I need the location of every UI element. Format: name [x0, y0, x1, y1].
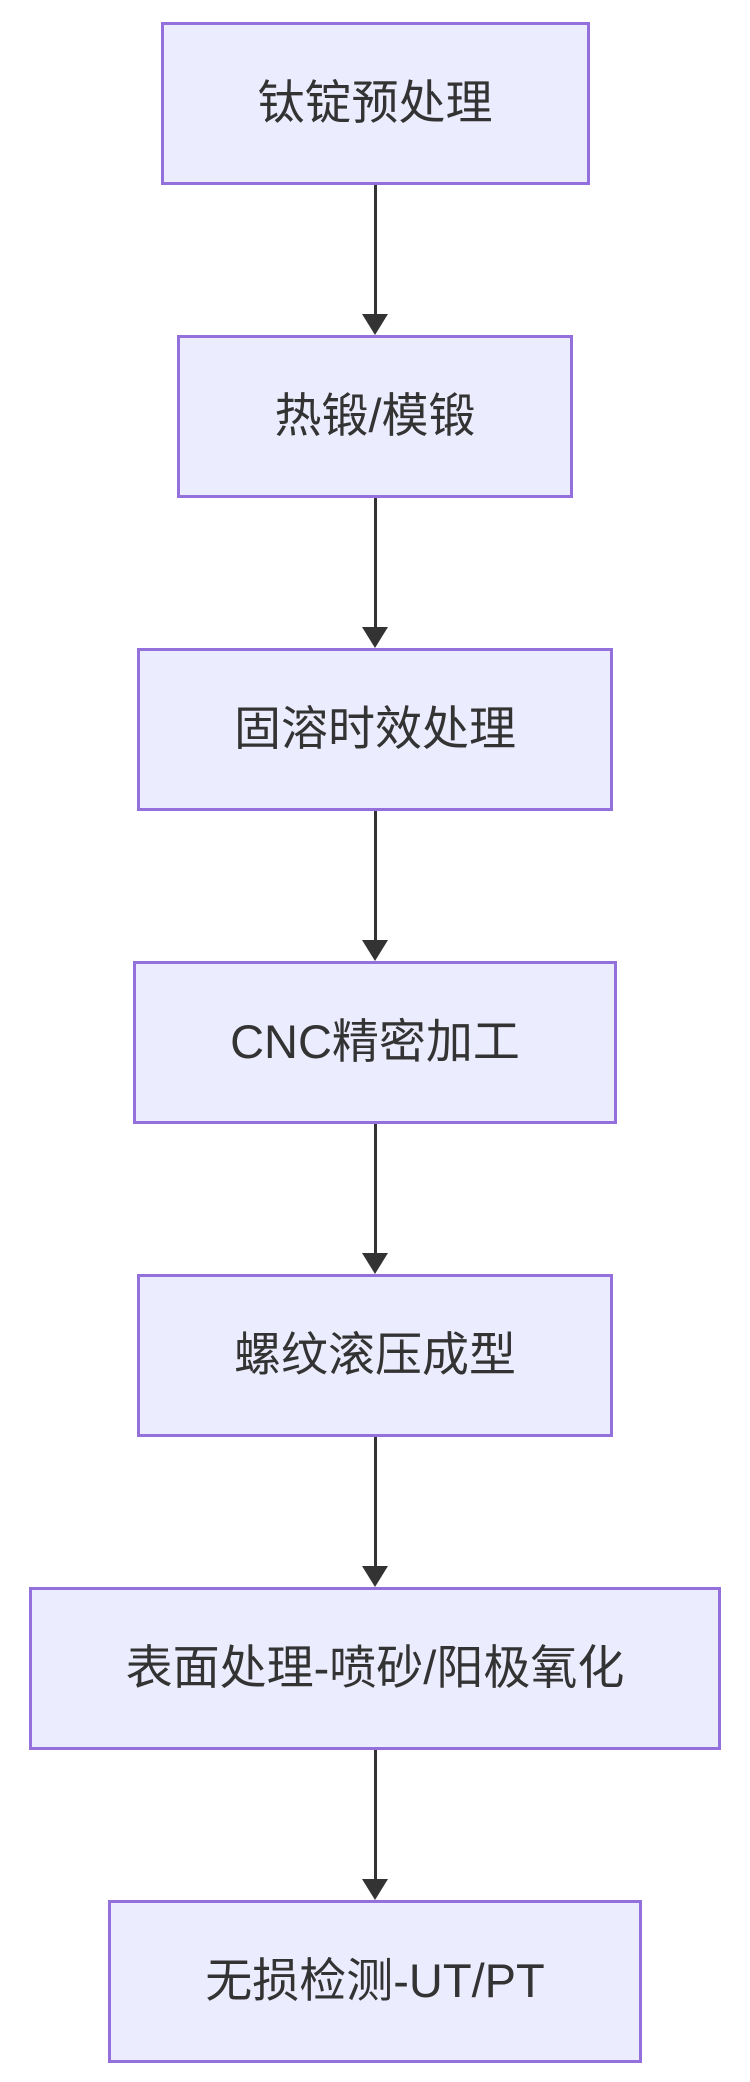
arrow-shaft [373, 498, 377, 628]
process-flowchart: 钛锭预处理 热锻/模锻 固溶时效处理 CNC精密加工 螺纹滚压成 [28, 22, 722, 2063]
arrow-shaft [373, 1437, 377, 1567]
flow-edge-5-6 [362, 1437, 388, 1587]
flow-node-step-7: 无损检测-UT/PT [108, 1900, 642, 2063]
node-label-step-7: 无损检测-UT/PT [205, 1954, 545, 2008]
flow-node-step-6: 表面处理-喷砂/阳极氧化 [28, 1587, 722, 1750]
node-label-step-1: 钛锭预处理 [257, 76, 493, 130]
arrow-down-icon [362, 1253, 388, 1274]
arrow-down-icon [362, 940, 388, 961]
arrow-shaft [373, 1124, 377, 1254]
flow-edge-3-4 [362, 811, 388, 961]
arrow-shaft [373, 811, 377, 941]
flow-edge-1-2 [362, 185, 388, 335]
flow-node-step-1: 钛锭预处理 [160, 22, 590, 185]
node-label-step-5: 螺纹滚压成型 [234, 1328, 516, 1382]
arrow-down-icon [362, 314, 388, 335]
arrow-down-icon [362, 1879, 388, 1900]
flow-node-step-3: 固溶时效处理 [137, 648, 613, 811]
arrow-shaft [373, 1750, 377, 1880]
flow-edge-6-7 [362, 1750, 388, 1900]
node-label-step-6: 表面处理-喷砂/阳极氧化 [125, 1641, 625, 1695]
flow-edge-4-5 [362, 1124, 388, 1274]
arrow-shaft [373, 185, 377, 315]
flow-node-step-5: 螺纹滚压成型 [137, 1274, 613, 1437]
flow-edge-2-3 [362, 498, 388, 648]
node-label-step-4: CNC精密加工 [230, 1015, 520, 1069]
arrow-down-icon [362, 1566, 388, 1587]
node-label-step-2: 热锻/模锻 [274, 389, 476, 443]
arrow-down-icon [362, 627, 388, 648]
node-label-step-3: 固溶时效处理 [234, 702, 516, 756]
flow-node-step-4: CNC精密加工 [133, 961, 617, 1124]
flow-node-step-2: 热锻/模锻 [177, 335, 573, 498]
